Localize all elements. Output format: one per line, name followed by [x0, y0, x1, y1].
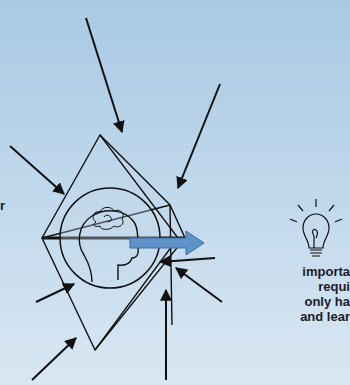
- input-arrow: [36, 284, 74, 302]
- label-text: requi: [318, 279, 350, 294]
- input-arrow: [10, 146, 64, 194]
- thought-cloud: [93, 207, 123, 229]
- label-text: only ha: [304, 294, 350, 309]
- input-arrow: [176, 268, 222, 302]
- lightbulb: [290, 199, 342, 256]
- label-text: r: [0, 198, 5, 213]
- input-arrow: [165, 290, 167, 380]
- input-arrow: [178, 84, 220, 188]
- input-arrow: [86, 18, 122, 132]
- back-edge: [170, 205, 172, 325]
- input-arrow: [160, 258, 215, 262]
- bulb-rays: [290, 199, 342, 222]
- bulb-filament: [313, 229, 318, 248]
- insight-arrow: [130, 231, 204, 255]
- input-arrow: [32, 338, 76, 380]
- bulb-base: [310, 250, 322, 256]
- input-arrows: [10, 18, 222, 380]
- bulb-glass: [303, 214, 329, 248]
- label-text: importa: [302, 264, 350, 279]
- label-text: and lear: [300, 309, 350, 324]
